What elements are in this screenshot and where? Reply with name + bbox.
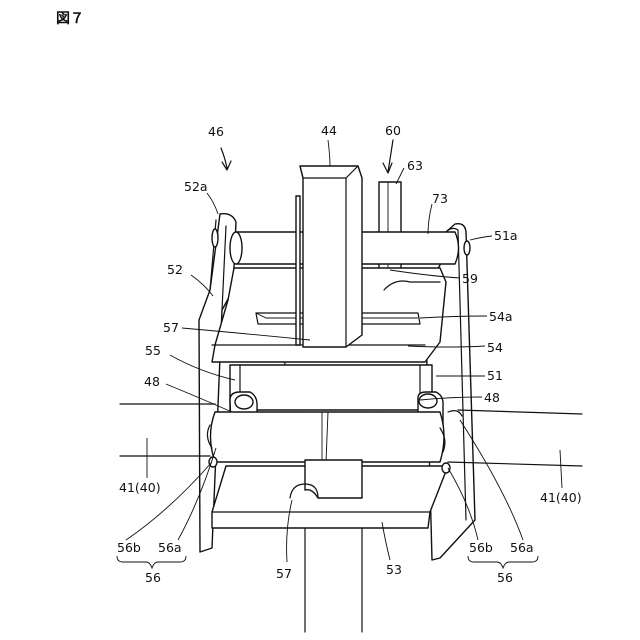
connector-55 — [230, 365, 432, 410]
arrow-46 — [221, 148, 231, 170]
block-44 — [296, 166, 362, 347]
label-56-left: 56 — [145, 570, 161, 585]
shaft-41 — [120, 404, 582, 466]
arrow-60 — [383, 140, 393, 173]
label-51a: 51a — [494, 228, 518, 243]
label-56a-right: 56a — [510, 540, 534, 555]
label-55: 55 — [145, 343, 161, 358]
label-41-right: 41(40) — [540, 490, 582, 505]
label-54: 54 — [487, 340, 503, 355]
label-51: 51 — [487, 368, 503, 383]
label-56b-right: 56b — [469, 540, 493, 555]
label-63: 63 — [407, 158, 423, 173]
label-52: 52 — [167, 262, 183, 277]
label-54a: 54a — [489, 309, 513, 324]
brace-56-right — [468, 556, 538, 568]
label-48-right: 48 — [484, 390, 500, 405]
label-44: 44 — [321, 123, 337, 138]
label-57-top: 57 — [163, 320, 179, 335]
label-52a: 52a — [184, 179, 208, 194]
lower-plate-53 — [212, 460, 448, 528]
label-60: 60 — [385, 123, 401, 138]
label-73: 73 — [432, 191, 448, 206]
lower-shaft — [305, 527, 362, 632]
brace-56-left — [117, 556, 186, 568]
label-56a-left: 56a — [158, 540, 182, 555]
label-56b-left: 56b — [117, 540, 141, 555]
label-59: 59 — [462, 271, 478, 286]
label-46: 46 — [208, 124, 224, 139]
label-41-left: 41(40) — [119, 480, 161, 495]
label-56-right: 56 — [497, 570, 513, 585]
label-48-left: 48 — [144, 374, 160, 389]
label-53: 53 — [386, 562, 402, 577]
label-57-bottom: 57 — [276, 566, 292, 581]
